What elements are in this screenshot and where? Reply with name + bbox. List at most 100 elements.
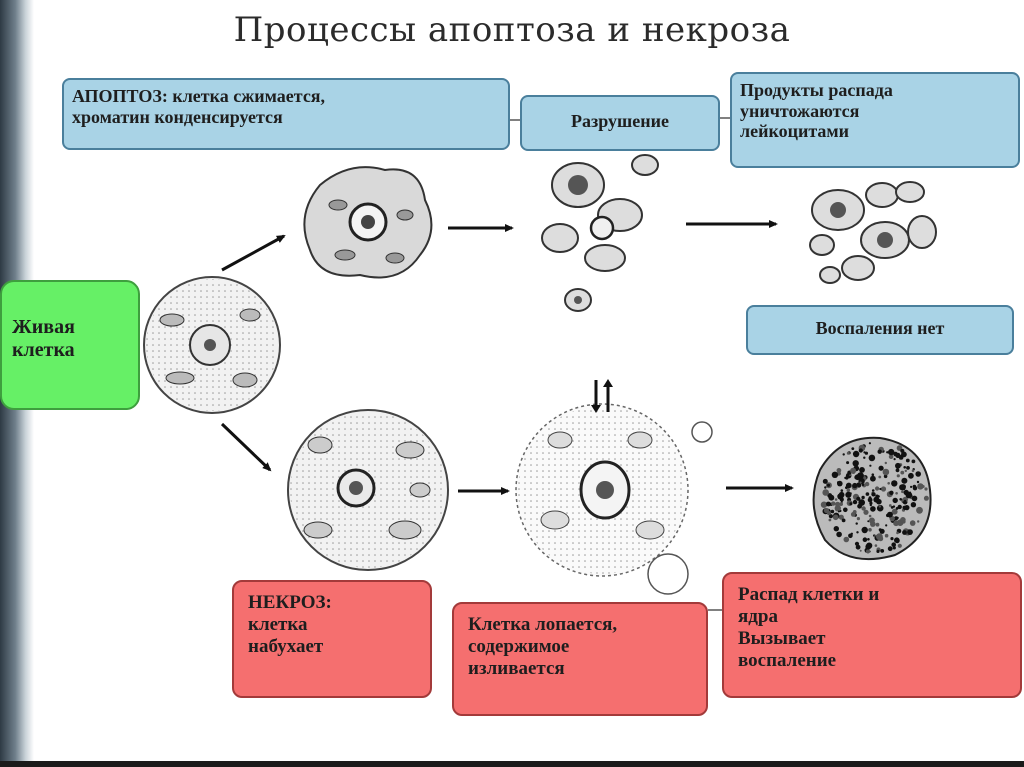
debris-speck (861, 483, 865, 487)
debris-speck (876, 549, 880, 554)
debris-speck (893, 520, 899, 527)
debris-speck (830, 509, 835, 514)
debris-speck (835, 501, 841, 507)
debris-speck (862, 537, 868, 542)
necrosis-label: НЕКРОЗ: клетка набухает (232, 580, 432, 698)
debris-speck (859, 549, 862, 552)
debris-speck (863, 456, 866, 459)
debris-speck (863, 451, 866, 454)
debris-speck (839, 497, 844, 502)
debris-speck (901, 451, 907, 458)
disintegrated-cell-drawing (812, 436, 932, 561)
debris-speck (859, 481, 862, 484)
debris-speck (887, 482, 890, 485)
debris-speck (899, 498, 902, 501)
debris-speck (828, 514, 834, 519)
debris-speck (890, 537, 894, 541)
debris-speck (910, 502, 917, 508)
debris-speck (871, 473, 875, 477)
debris-speck (868, 517, 875, 524)
debris-speck (836, 468, 842, 473)
debris-speck (846, 461, 850, 465)
debris-speck (823, 507, 830, 514)
breakdown-label: Распад клетки и ядра Вызывает воспаление (722, 572, 1022, 698)
debris-speck (864, 451, 869, 455)
debris-speck (834, 498, 838, 501)
debris-speck (887, 546, 893, 552)
debris-speck (884, 461, 887, 465)
debris-speck (924, 487, 928, 491)
debris-speck (912, 486, 918, 491)
bursts-label: Клетка лопается, содержимое изливается (452, 602, 708, 716)
debris-speck (831, 501, 836, 506)
debris-speck (852, 460, 859, 467)
debris-speck (903, 499, 907, 503)
debris-speck (857, 503, 862, 509)
debris-speck (851, 447, 855, 450)
debris-speck (870, 475, 876, 482)
debris-speck (895, 492, 898, 495)
page-title: Процессы апоптоза и некроза (233, 10, 791, 50)
debris-speck (869, 464, 872, 467)
debris-speck (880, 549, 885, 553)
debris-speck (824, 486, 827, 489)
slide-bottom-edge (0, 761, 1024, 767)
apoptotic-bodies-drawing (809, 181, 937, 284)
debris-speck (852, 450, 860, 458)
debris-speck (900, 470, 905, 475)
debris-speck (885, 524, 888, 527)
debris-speck (852, 482, 858, 489)
debris-speck (884, 533, 889, 538)
debris-speck (858, 448, 863, 453)
debris-speck (839, 502, 843, 506)
apoptosis-label: АПОПТОЗ: клетка сжимается, хроматин конд… (62, 78, 510, 150)
debris-speck (822, 489, 829, 496)
debris-speck (923, 495, 929, 501)
debris-speck (868, 442, 872, 445)
debris-speck (861, 526, 868, 534)
debris-speck (845, 482, 852, 489)
debris-speck (877, 495, 880, 498)
debris-speck (870, 506, 876, 512)
debris-speck (826, 501, 831, 507)
debris-speck (867, 497, 873, 503)
debris-speck (844, 476, 847, 480)
debris-speck (896, 531, 899, 535)
debris-speck (888, 504, 892, 507)
debris-speck (902, 505, 907, 510)
debris-speck (905, 458, 910, 463)
debris-speck (917, 483, 924, 490)
debris-speck (833, 526, 839, 532)
debris-speck (842, 453, 845, 456)
living-cell-drawing (143, 276, 281, 414)
living-cell-label: Живая клетка (0, 280, 140, 410)
debris-speck (900, 484, 906, 490)
debris-speck (868, 496, 872, 499)
debris-speck (907, 529, 913, 535)
debris-speck (893, 458, 896, 461)
arrow-to-apoptosis (221, 234, 286, 272)
debris-speck (895, 468, 900, 473)
debris-speck (859, 467, 865, 473)
debris-speck (865, 492, 870, 496)
debris-speck (861, 502, 864, 505)
debris-speck (865, 543, 872, 550)
debris-speck (882, 468, 890, 476)
fragmenting-cell-drawing (541, 154, 659, 312)
debris-speck (876, 533, 883, 541)
debris-speck (889, 490, 894, 495)
products-label: Продукты распада уничтожаются лейкоцитам… (730, 72, 1020, 168)
debris-speck (846, 488, 851, 493)
debris-speck (875, 522, 880, 527)
debris-speck (878, 475, 882, 479)
debris-speck (891, 480, 898, 487)
debris-speck (834, 505, 841, 512)
debris-speck (868, 514, 872, 518)
debris-speck (921, 485, 925, 488)
debris-speck (901, 477, 908, 484)
arrow-to-necrosis (220, 422, 272, 472)
debris-speck (863, 509, 869, 515)
debris-speck (897, 504, 902, 510)
debris-speck (849, 502, 853, 506)
debris-speck (916, 480, 920, 484)
